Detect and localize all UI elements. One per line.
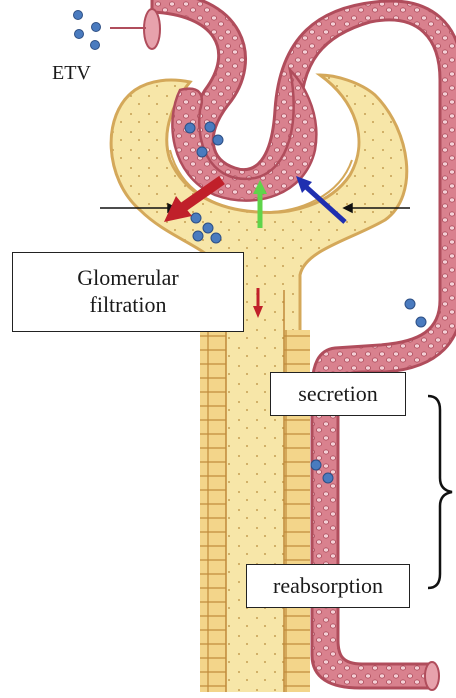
reabsorption-label: reabsorption <box>246 564 410 608</box>
etv-label: ETV <box>52 62 91 85</box>
etv-particle <box>191 213 201 223</box>
etv-particle <box>311 460 321 470</box>
etv-particle <box>74 11 83 20</box>
glomerular-filtration-label: Glomerular filtration <box>12 252 244 332</box>
glomerular-label-line2: filtration <box>13 291 243 318</box>
etv-particle <box>405 299 415 309</box>
etv-particle <box>185 123 195 133</box>
etv-particle <box>213 135 223 145</box>
etv-particle <box>197 147 207 157</box>
etv-particle <box>323 473 333 483</box>
etv-particle <box>211 233 221 243</box>
etv-particle <box>92 23 101 32</box>
etv-particle <box>75 30 84 39</box>
process-bracket <box>428 396 452 588</box>
etv-particle <box>205 122 215 132</box>
etv-particle <box>91 41 100 50</box>
etv-particle <box>193 231 203 241</box>
secretion-label: secretion <box>270 372 406 416</box>
glomerular-label-line1: Glomerular <box>13 264 243 291</box>
tubule <box>200 290 310 692</box>
etv-particle <box>203 223 213 233</box>
etv-particle <box>416 317 426 327</box>
